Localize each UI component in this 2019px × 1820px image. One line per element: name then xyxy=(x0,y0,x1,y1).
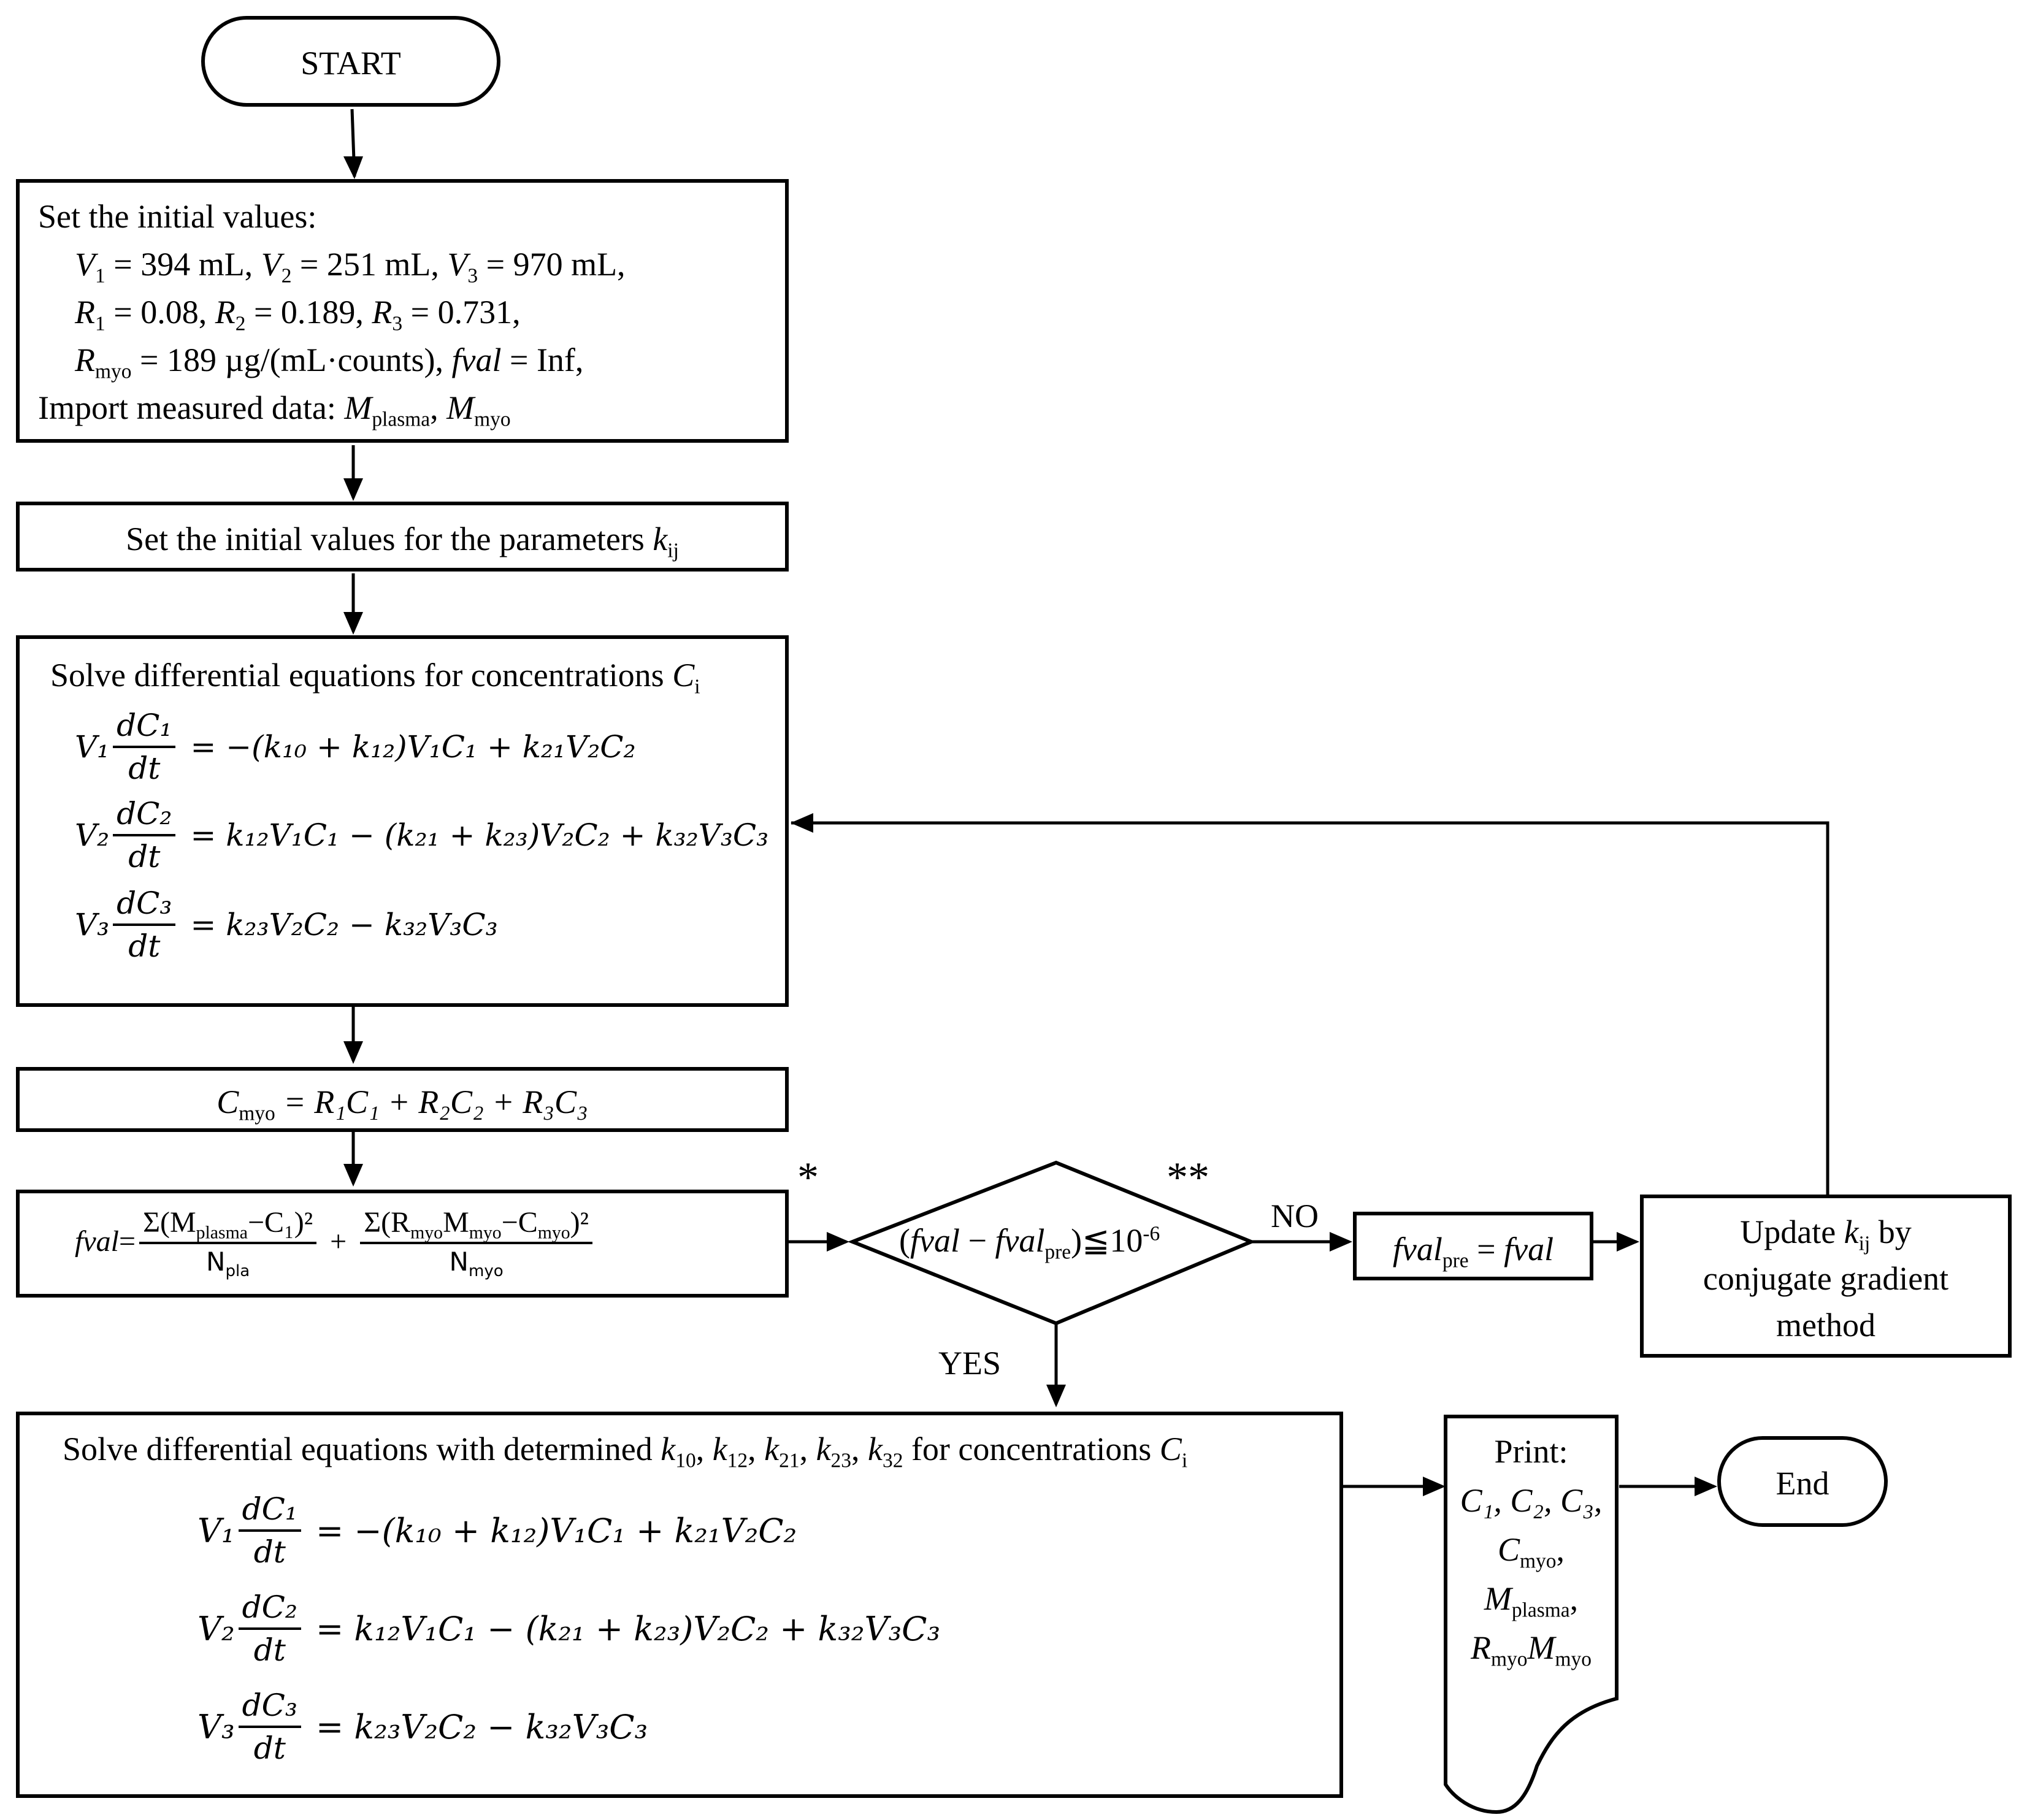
init-values-box: Set the initial values: V1 = 394 mL, V2 … xyxy=(16,179,789,443)
fvalpre-label: fvalpre = fval xyxy=(1392,1231,1554,1272)
print-document-shape xyxy=(1444,1415,1619,1814)
init-heading: Set the initial values: xyxy=(38,198,317,235)
arrow-loop-back xyxy=(791,821,1829,1195)
init-import: Import measured data: Mplasma, Mmyo xyxy=(38,389,511,431)
update-box: Update kij by conjugate gradient method xyxy=(1640,1195,2012,1358)
arrowhead xyxy=(343,1041,363,1064)
print-line1: C₁, C₂, C₃, xyxy=(1460,1482,1603,1519)
arrowhead xyxy=(1330,1232,1352,1252)
update-line3: method xyxy=(1776,1307,1875,1344)
init-rmyo: Rmyo = 189 µg/(mL·counts), fval = Inf, xyxy=(75,342,584,383)
init-volumes: V1 = 394 mL, V2 = 251 mL, V3 = 970 mL, xyxy=(75,246,626,288)
solve-final-box: Solve differential equations with determ… xyxy=(16,1412,1343,1798)
params-label: Set the initial values for the parameter… xyxy=(126,521,679,562)
end-terminal: End xyxy=(1717,1436,1888,1527)
print-title: Print: xyxy=(1494,1433,1568,1470)
arrowhead xyxy=(343,156,363,179)
arrowhead xyxy=(1423,1477,1446,1496)
solve-equations-box: Solve differential equations for concent… xyxy=(16,635,789,1007)
end-label: End xyxy=(1776,1465,1829,1502)
arrowhead xyxy=(343,1164,363,1187)
double-asterisk: ** xyxy=(1167,1154,1209,1201)
print-line4: RmyoMmyo xyxy=(1470,1629,1592,1671)
cmyo-box: Cmyo = R₁C₁ + R₂C₂ + R₃C₃ xyxy=(16,1067,789,1132)
fval-box: fval = Σ(Mplasma−C₁)² Npla + Σ(RmyoMmyo−… xyxy=(16,1190,789,1298)
arrowhead xyxy=(343,478,363,501)
yes-branch-label: YES xyxy=(938,1345,1002,1382)
arrowhead xyxy=(343,612,363,635)
no-branch-label: NO xyxy=(1271,1198,1319,1234)
print-line3: Mplasma, xyxy=(1484,1580,1579,1622)
solve1-title: Solve differential equations for concent… xyxy=(50,657,700,698)
single-asterisk: * xyxy=(797,1154,819,1201)
decision-diamond xyxy=(847,1160,1256,1326)
print-line2: Cmyo, xyxy=(1497,1531,1565,1573)
arrowhead xyxy=(791,813,813,833)
start-terminal: START xyxy=(201,16,500,107)
fval-formula: fval = Σ(Mplasma−C₁)² Npla + Σ(RmyoMmyo−… xyxy=(75,1206,596,1279)
decision-label: (fval − fvalpre)≦10-6 xyxy=(899,1222,1160,1264)
start-label: START xyxy=(301,45,401,82)
init-ratios: R1 = 0.08, R2 = 0.189, R3 = 0.731, xyxy=(75,294,521,335)
fvalpre-box: fvalpre = fval xyxy=(1353,1212,1593,1280)
arrowhead xyxy=(1046,1385,1066,1407)
arrowhead xyxy=(1617,1232,1639,1252)
update-line1: Update kij by xyxy=(1740,1214,1912,1255)
params-box: Set the initial values for the parameter… xyxy=(16,502,789,572)
cmyo-label: Cmyo = R₁C₁ + R₂C₂ + R₃C₃ xyxy=(216,1084,588,1125)
solve2-title: Solve differential equations with determ… xyxy=(63,1431,1188,1472)
arrowhead xyxy=(1695,1477,1717,1496)
arrowhead xyxy=(827,1232,849,1252)
update-line2: conjugate gradient xyxy=(1703,1260,1949,1297)
